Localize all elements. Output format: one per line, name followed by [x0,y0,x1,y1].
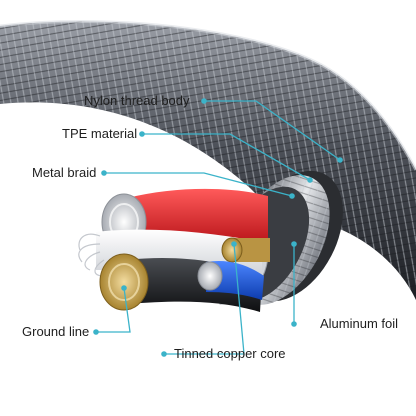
label-tinned-copper-core: Tinned copper core [174,346,286,361]
label-metal-braid: Metal braid [32,165,97,180]
nylon-jacket [0,20,416,301]
callout-dots [93,98,343,357]
callout-leaders [96,100,341,355]
label-aluminum-foil: Aluminum foil [320,316,399,331]
label-tpe-material: TPE material [62,126,138,141]
small-gold-core [221,237,270,263]
blue-wire [197,260,264,300]
label-nylon-thread-body: Nylon thread body [84,93,190,108]
label-ground-line: Ground line [22,324,90,339]
